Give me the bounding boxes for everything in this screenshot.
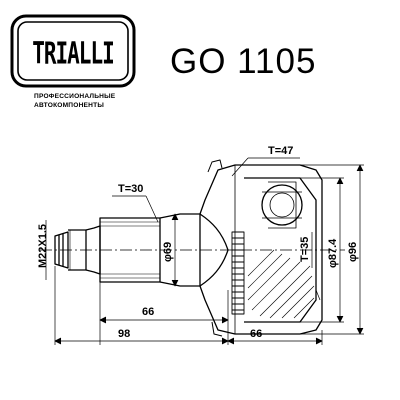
threaded-end xyxy=(54,229,87,271)
label-thread: M22X1.5 xyxy=(37,224,49,268)
inner-race xyxy=(244,177,317,323)
label-diameter-inner: φ87.4 xyxy=(327,238,339,268)
tagline-line-2: АВТОКОМПОНЕНТЫ xyxy=(34,102,104,109)
logo-frame xyxy=(10,14,136,88)
tagline-line-1: ПРОФЕССИОНАЛЬНЫЕ xyxy=(34,93,116,100)
brand-tagline: ПРОФЕССИОНАЛЬНЫЕ АВТОКОМПОНЕНТЫ xyxy=(34,92,115,110)
label-shaft-diameter: φ69 xyxy=(162,242,174,262)
label-length-left: 98 xyxy=(118,328,130,340)
dimension-lines xyxy=(45,157,364,345)
label-length-upper: 66 xyxy=(142,306,154,318)
label-length-right: 66 xyxy=(250,328,262,340)
abs-ring xyxy=(231,231,245,315)
outer-race xyxy=(199,159,323,337)
label-spline-top: T=47 xyxy=(268,145,293,157)
splined-shaft xyxy=(99,213,201,287)
label-diameter-outer: φ96 xyxy=(347,242,359,262)
brand-logo: TRIALLI xyxy=(10,14,136,88)
logo-text: TRIALLI xyxy=(32,36,115,71)
part-number: GO 1105 xyxy=(170,42,317,81)
label-spline-left: T=30 xyxy=(118,183,143,195)
label-spline-inner: T=35 xyxy=(299,237,311,262)
